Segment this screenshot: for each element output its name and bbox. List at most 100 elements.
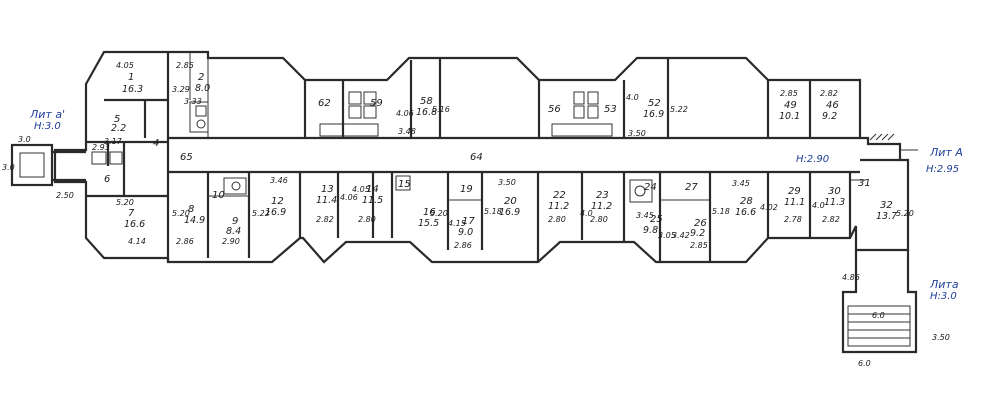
dim-label: 5.18 — [484, 207, 502, 216]
dim-label: 4.06 — [340, 193, 358, 202]
porch-stairs — [847, 305, 911, 347]
room-num: 8 — [188, 204, 194, 215]
dim-label: 3.45 — [636, 211, 654, 220]
room-num: 46 — [826, 100, 839, 111]
dim-label: 4.05 — [116, 61, 134, 70]
dim-label: 5.22 — [670, 105, 688, 114]
dim-label: 3.29 — [172, 85, 190, 94]
room-num: 64 — [470, 152, 483, 163]
room-num: 13 — [321, 184, 334, 195]
dim-label: 3.50 — [498, 178, 516, 187]
room-area: 11.5 — [362, 195, 383, 206]
dim-label: 5.20 — [116, 198, 134, 207]
dim-label: 2.80 — [590, 215, 608, 224]
dim-label: 3.17 — [104, 137, 123, 146]
dim-label: 2.80 — [358, 215, 376, 224]
dim-label: 2.78 — [784, 215, 802, 224]
room-area: 16.8 — [416, 107, 437, 118]
lit-a1-inner — [19, 152, 45, 178]
room-num: 52 — [648, 98, 661, 109]
room-area: 8.4 — [226, 226, 241, 237]
dim-label: 3.0 — [2, 163, 15, 172]
dim-label: 2.80 — [548, 215, 566, 224]
room-num: 59 — [370, 98, 383, 109]
room-area: 15.5 — [418, 218, 439, 229]
room-num: 49 — [784, 100, 797, 111]
corridor-walls — [168, 136, 900, 174]
dim-label: 4.0 — [580, 209, 593, 218]
room-num: 31 — [858, 178, 871, 189]
dimension-labels: 3.0 3.0 2.50 4.05 2.85 3.29 3.33 2.93 3.… — [2, 61, 950, 368]
dim-label: 6.0 — [858, 359, 871, 368]
room-area: 11.4 — [316, 195, 337, 206]
room-num: 28 — [740, 196, 753, 207]
room-area: 9.2 — [822, 111, 837, 122]
room-area: 16.9 — [499, 207, 520, 218]
dim-label: 2.82 — [822, 215, 840, 224]
dim-label: 6.0 — [872, 311, 885, 320]
room-area: 11.3 — [824, 197, 845, 208]
lit-A-label: Лит А — [929, 146, 963, 159]
dim-label: 4.15 — [448, 219, 466, 228]
dim-label: 3.45 — [732, 179, 750, 188]
room-num: 16 — [423, 207, 436, 218]
room-num: 20 — [504, 196, 517, 207]
dim-label: 5.20 — [172, 209, 190, 218]
corridor-height: H:2.90 — [796, 154, 829, 165]
room-area: 9.2 — [690, 228, 705, 239]
room-num: 27 — [685, 182, 698, 193]
dim-label: 2.86 — [176, 237, 194, 246]
room-num: 14 — [366, 184, 379, 195]
dim-label: 4.0 — [812, 201, 825, 210]
room-area: 16.6 — [735, 207, 756, 218]
room-num: 15 — [398, 179, 411, 190]
room-num: 1 — [128, 72, 134, 83]
room-area: 9.8 — [643, 225, 658, 236]
dim-label: 3.05 — [658, 231, 676, 240]
lit-a2-porch — [841, 250, 918, 354]
room-num: 53 — [604, 104, 617, 115]
room-area: 10.1 — [779, 111, 800, 122]
room-num: 25 — [650, 214, 663, 225]
dim-label: 3.33 — [184, 97, 202, 106]
dim-label: 2.86 — [454, 241, 472, 250]
dim-label: 2.50 — [56, 191, 74, 200]
dim-label: 3.0 — [18, 135, 31, 144]
room-area: 14.9 — [184, 215, 205, 226]
dim-label: 2.82 — [820, 89, 838, 98]
dim-label: 2.93 — [92, 143, 110, 152]
lit-a2-label: Лита — [929, 278, 959, 291]
entrance-hatch — [869, 133, 895, 141]
room-num: 10 — [212, 190, 225, 201]
lit-a1-label: Лит а' — [29, 108, 65, 121]
room-area: 2.2 — [111, 123, 126, 134]
room-num: 7 — [128, 208, 135, 219]
room-area: 11.1 — [784, 197, 805, 208]
room-area: 13.7 — [876, 211, 897, 222]
partitions — [86, 52, 866, 262]
room-num: 4 — [153, 138, 159, 149]
dim-label: 2.90 — [222, 237, 240, 246]
room-labels: 1 16.3 2 8.0 4 5 2.2 6 7 16.6 8 14.9 9 8… — [104, 72, 897, 239]
room-num: 12 — [271, 196, 284, 207]
room-num: 30 — [828, 186, 841, 197]
dim-label: 5.20 — [896, 209, 914, 218]
dim-label: 5.20 — [430, 209, 448, 218]
dim-label: 3.46 — [270, 176, 288, 185]
dim-label: 3.50 — [628, 129, 646, 138]
dim-label: 4.0 — [626, 93, 639, 102]
dim-label: 2.85 — [176, 61, 194, 70]
dim-label: 2.85 — [690, 241, 708, 250]
room-area: 16.9 — [265, 207, 286, 218]
fixtures — [91, 91, 646, 197]
room-num: 9 — [232, 216, 238, 227]
room-num: 26 — [694, 218, 707, 229]
dim-label: 4.05 — [352, 185, 370, 194]
dim-label: 2.82 — [316, 215, 334, 224]
room-num: 24 — [644, 182, 657, 193]
top-outline — [53, 50, 910, 264]
outer-walls — [10, 50, 918, 354]
room-num: 19 — [460, 184, 473, 195]
room-num: 58 — [420, 96, 433, 107]
room-num: 23 — [596, 190, 609, 201]
